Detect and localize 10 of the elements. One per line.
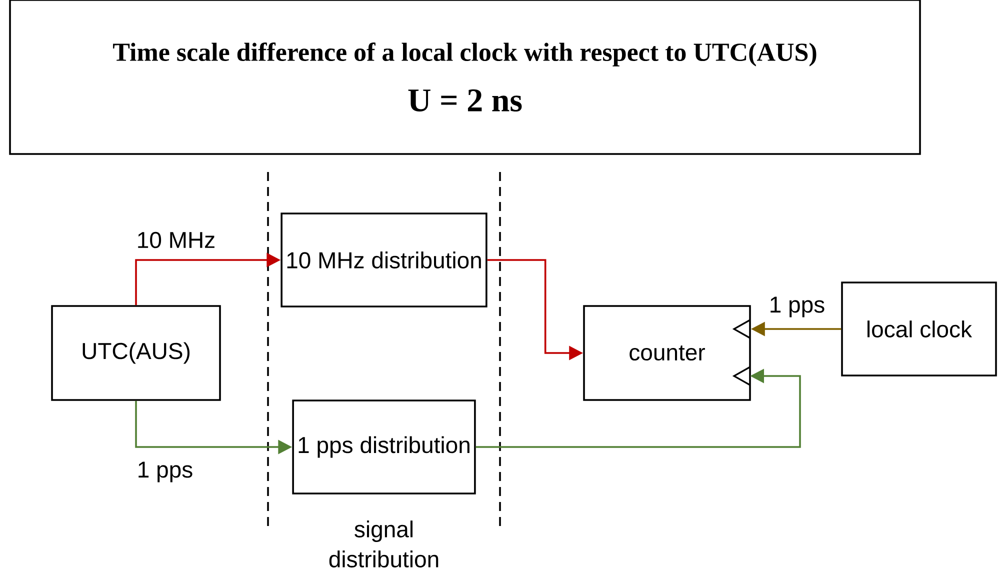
edge-label: 1 pps [768, 296, 826, 318]
section-label: signal distribution [329, 520, 438, 568]
edge-label: 10 MHz [135, 230, 217, 250]
process-box: local clock [841, 282, 997, 376]
process-box: UTC(AUS) [51, 305, 221, 401]
title-box: Time scale difference of a local clock with respect to UTC(AUS) U = 2 ns [9, 0, 921, 155]
process-box: 10 MHz distribution [280, 212, 488, 308]
counter-box: counter [583, 305, 751, 401]
edge-label: 1 pps [136, 460, 194, 484]
process-box: 1 pps distribution [292, 400, 476, 494]
